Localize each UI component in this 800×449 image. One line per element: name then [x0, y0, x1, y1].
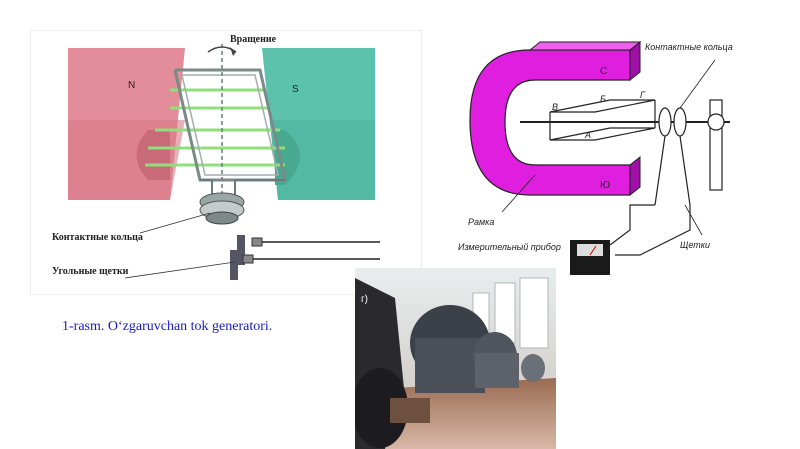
slip-rings-leader: [139, 212, 211, 234]
north-pole-face: [136, 130, 170, 180]
brushes-label-text: Угольные щетки: [52, 266, 129, 277]
magnet-pole-bottom-label: Ю: [600, 180, 610, 191]
slip-rings-label: Контактные кольца: [52, 232, 143, 243]
coil-letter-g: Г: [640, 90, 646, 100]
slip-rings-right-label-text: Контактные кольца: [645, 42, 733, 52]
coil-letter-a: А: [584, 130, 591, 140]
bearing-support: [707, 99, 725, 191]
brushes-leader-right: [684, 204, 703, 236]
south-pole-face: [275, 130, 300, 185]
hall-windows: [472, 277, 549, 349]
generator-2-base: [475, 353, 519, 388]
rings-leader: [679, 59, 716, 109]
horseshoe-magnet: [469, 40, 642, 197]
generator-3: [521, 354, 545, 382]
north-pole-label: N: [128, 80, 135, 91]
rotation-label: Вращение: [230, 34, 277, 45]
coil-lead-left: [200, 179, 213, 200]
generator-1-base: [415, 338, 485, 393]
photo-corner-label: г): [361, 294, 368, 305]
measuring-instrument: [570, 240, 610, 275]
slip-rings-label-text: Контактные кольца: [52, 232, 143, 243]
brushes-label: Угольные щетки: [52, 266, 129, 277]
generator-hall-photo: г): [355, 268, 556, 449]
frame-leader: [501, 174, 536, 213]
coil-letter-b: Б: [600, 94, 606, 104]
brushes-right: [609, 135, 691, 256]
hall-floor: [385, 378, 556, 449]
generator-diagram-right: С Ю Контактные кольца Рамка Щетки Измери…: [458, 40, 733, 275]
coil-frame: [549, 99, 656, 141]
brushes-leader: [124, 261, 236, 279]
slip-rings-right: [658, 107, 687, 137]
coil-lead-right: [234, 179, 285, 195]
slip-rings-right-label: Контактные кольца: [645, 42, 733, 52]
coil-letter-v: В: [552, 102, 558, 112]
meter-label: Измерительный прибор: [458, 242, 561, 252]
frame-label: Рамка: [468, 217, 494, 227]
south-pole-label: S: [292, 84, 299, 95]
south-pole-shade: [270, 120, 375, 200]
rotation-arrowhead-icon: [230, 47, 236, 56]
magnet-pole-top-label: С: [600, 66, 607, 77]
generator-diagram-left: Вращение N S Контактные кольца Угольные …: [30, 30, 422, 295]
brushes-right-label: Щетки: [680, 240, 710, 250]
machine-foreground-detail: [390, 398, 430, 423]
figure-caption: 1-rasm. O‘zgaruvchan tok generatori.: [62, 319, 273, 334]
slip-rings: [199, 192, 245, 225]
machine-foreground: [355, 368, 408, 448]
